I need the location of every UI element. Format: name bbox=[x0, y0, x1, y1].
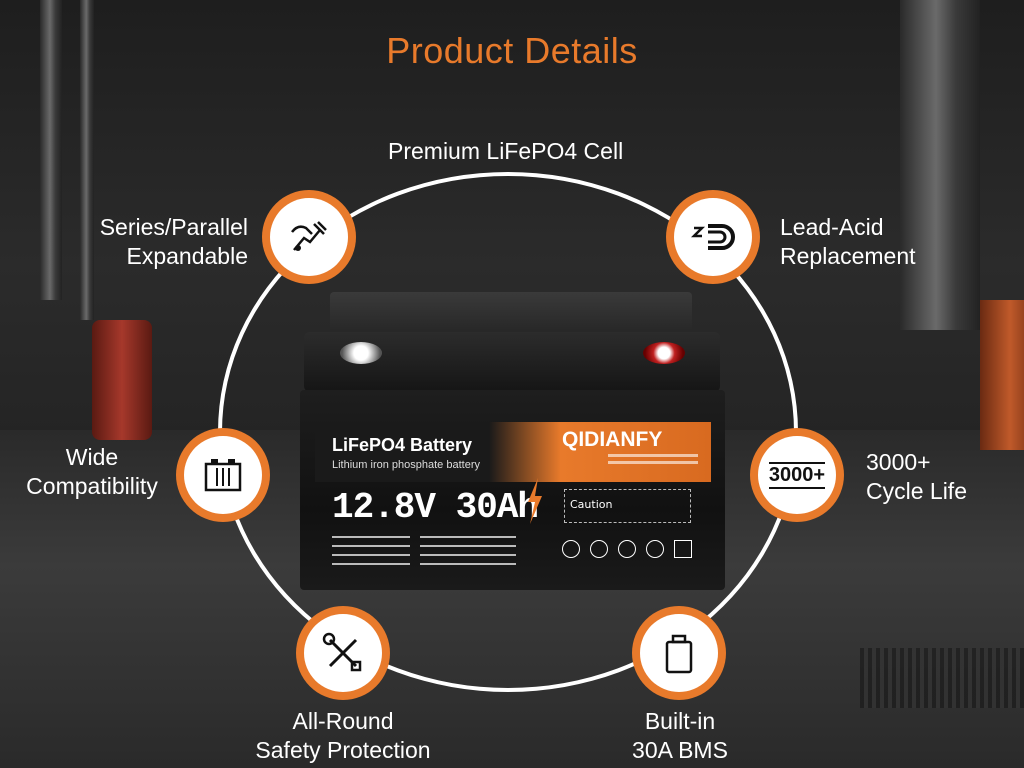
battery-voltage-capacity: 12.8V 30Ah bbox=[332, 487, 539, 528]
spec-line bbox=[420, 545, 516, 547]
feature-series-line2: Expandable bbox=[126, 243, 249, 269]
feature-wide-badge bbox=[176, 428, 270, 522]
lightning-bolt-icon bbox=[528, 478, 542, 524]
feature-bms-line1: Built-in bbox=[644, 708, 716, 734]
battery-brand: QIDIANFY bbox=[562, 428, 663, 451]
background-pipe bbox=[80, 0, 94, 320]
feature-lead-acid-label: Lead-Acid Replacement bbox=[780, 213, 916, 271]
background-pipe bbox=[900, 0, 980, 330]
feature-wide-line1: Wide bbox=[65, 444, 119, 470]
spec-line bbox=[332, 536, 410, 538]
badge-inner bbox=[640, 614, 718, 692]
recycle-symbol-icon bbox=[590, 540, 608, 558]
badge-inner bbox=[674, 198, 752, 276]
negative-terminal bbox=[340, 342, 382, 364]
recycle-symbol-icon bbox=[562, 540, 580, 558]
page-title: Product Details bbox=[386, 30, 638, 71]
feature-lead-acid-line2: Replacement bbox=[780, 243, 916, 269]
spec-line bbox=[332, 554, 410, 556]
feature-cycle-badge: 3000+ bbox=[750, 428, 844, 522]
feature-series-line1: Series/Parallel bbox=[99, 214, 248, 240]
background-pipe bbox=[40, 0, 62, 300]
feature-cycle-line1: 3000+ bbox=[866, 449, 931, 475]
background-tank bbox=[92, 320, 152, 440]
feature-bms-badge bbox=[632, 606, 726, 700]
badge-inner bbox=[304, 614, 382, 692]
battery-name: LiFePO4 Battery bbox=[332, 435, 473, 455]
spec-line bbox=[332, 545, 410, 547]
feature-safety-line1: All-Round bbox=[292, 708, 394, 734]
feature-series-badge bbox=[262, 190, 356, 284]
spec-line bbox=[332, 563, 410, 565]
feature-safety-label: All-Round Safety Protection bbox=[230, 707, 456, 765]
battery-label bbox=[315, 422, 711, 482]
feature-bms-label: Built-in 30A BMS bbox=[600, 707, 760, 765]
feature-bms-line2: 30A BMS bbox=[632, 737, 728, 763]
caution-label: Caution bbox=[570, 498, 613, 511]
tools-icon bbox=[322, 632, 362, 672]
feature-lead-acid-line1: Lead-Acid bbox=[780, 214, 884, 240]
background-grate bbox=[860, 648, 1024, 708]
warning-symbol-icon bbox=[674, 540, 692, 558]
contact-line bbox=[608, 461, 698, 464]
feature-wide-line2: Compatibility bbox=[26, 473, 158, 499]
no-fire-symbol-icon bbox=[618, 540, 636, 558]
battery-spec-lines-left bbox=[332, 532, 410, 565]
contact-line bbox=[608, 454, 698, 457]
battery-subtitle: Lithium iron phosphate battery bbox=[332, 459, 480, 471]
spec-line bbox=[420, 536, 516, 538]
feature-cycle-line2: Cycle Life bbox=[866, 478, 967, 504]
hand-connect-icon bbox=[291, 221, 327, 251]
magnet-icon bbox=[690, 224, 735, 250]
feature-wide-label: Wide Compatibility bbox=[10, 443, 174, 501]
feature-series-label: Series/Parallel Expandable bbox=[70, 213, 248, 271]
feature-premium-cell-label: Premium LiFePO4 Cell bbox=[388, 138, 624, 164]
battery-spec-lines-right bbox=[420, 532, 516, 565]
badge-inner bbox=[184, 436, 262, 514]
caution-box: Caution bbox=[564, 489, 691, 523]
spec-line bbox=[420, 554, 516, 556]
no-water-symbol-icon bbox=[646, 540, 664, 558]
bms-battery-icon bbox=[665, 634, 693, 674]
positive-terminal bbox=[643, 342, 685, 364]
feature-safety-badge bbox=[296, 606, 390, 700]
badge-inner bbox=[270, 198, 348, 276]
badge-inner: 3000+ bbox=[758, 436, 836, 514]
feature-lead-acid-badge bbox=[666, 190, 760, 284]
battery-top bbox=[304, 332, 720, 392]
battery-product-image: LiFePO4 Battery Lithium iron phosphate b… bbox=[300, 292, 725, 592]
spec-line bbox=[420, 563, 516, 565]
feature-safety-line2: Safety Protection bbox=[255, 737, 431, 763]
background-tank bbox=[980, 300, 1024, 450]
feature-cycle-label: 3000+ Cycle Life bbox=[866, 448, 967, 506]
battery-contact-lines bbox=[608, 454, 698, 464]
battery-pack-icon bbox=[204, 459, 242, 492]
cycle-count-badge-text: 3000+ bbox=[768, 461, 826, 489]
